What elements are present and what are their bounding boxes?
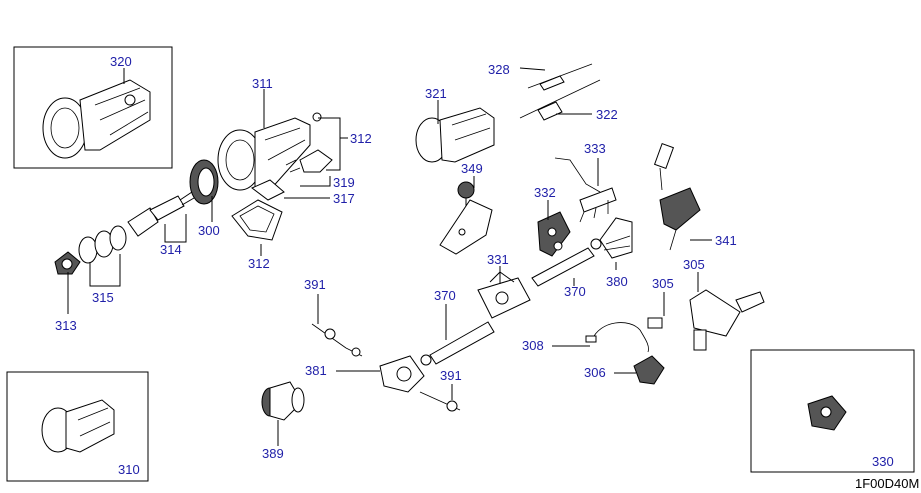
label-321: 321 [425,86,447,101]
shaft-314-drawing [127,191,195,237]
gasket-drawings [231,149,333,241]
label-333: 333 [584,141,606,156]
label-314: 314 [160,242,182,257]
assembly-332-drawing [537,211,571,257]
shifter-349-drawing [439,181,493,255]
boot-380-drawing [599,217,633,259]
label-370-right: 370 [564,284,586,299]
label-320: 320 [110,54,132,69]
label-381: 381 [305,363,327,378]
shifter-341-drawing [653,142,701,251]
label-322: 322 [596,107,618,122]
label-391-bottom: 391 [440,368,462,383]
housing-313-drawing [54,251,81,275]
transmission-320-drawing [42,79,151,159]
label-308: 308 [522,338,544,353]
label-300: 300 [198,223,220,238]
label-328: 328 [488,62,510,77]
label-310: 310 [118,462,140,477]
fork-333-drawing [554,157,617,223]
label-315: 315 [92,290,114,305]
transmission-311-drawing [217,112,322,191]
label-332: 332 [534,185,556,200]
label-311: 311 [252,76,273,91]
harness-308-drawing [585,317,663,353]
inset-frame-320 [13,46,173,169]
label-312-top: 312 [350,131,372,146]
label-313: 313 [55,318,77,333]
transfer-330-drawing [807,395,847,431]
label-312-bottom: 312 [248,256,270,271]
label-331: 331 [487,252,509,267]
gearset-315-drawing [78,225,127,264]
part-labels: 320 311 312 319 317 312 300 314 315 313 … [55,54,894,477]
transfer-321-drawing [415,107,495,163]
label-306: 306 [584,365,606,380]
cable-328-322-drawing [519,63,601,121]
axle-381-drawing [311,323,461,412]
label-330: 330 [872,454,894,469]
inset-frame-310 [6,371,149,482]
switch-306-drawing [633,355,665,385]
label-370-center: 370 [434,288,456,303]
cylinder-305-drawing [689,289,765,351]
bearing-389-drawing [261,381,305,421]
label-349: 349 [461,161,483,176]
label-319: 319 [333,175,355,190]
label-389: 389 [262,446,284,461]
diagram-code: 1F00D40M [855,476,919,491]
label-380: 380 [606,274,628,289]
label-391-left: 391 [304,277,326,292]
transmission-310-drawing [41,399,115,453]
label-317: 317 [333,191,355,206]
leader-lines [67,67,712,446]
driveshaft-370-drawing [420,238,602,366]
inset-frame-330 [750,349,915,473]
clutch-300-drawing [189,159,219,205]
label-305-mid: 305 [652,276,674,291]
label-341: 341 [715,233,737,248]
label-305-top: 305 [683,257,705,272]
